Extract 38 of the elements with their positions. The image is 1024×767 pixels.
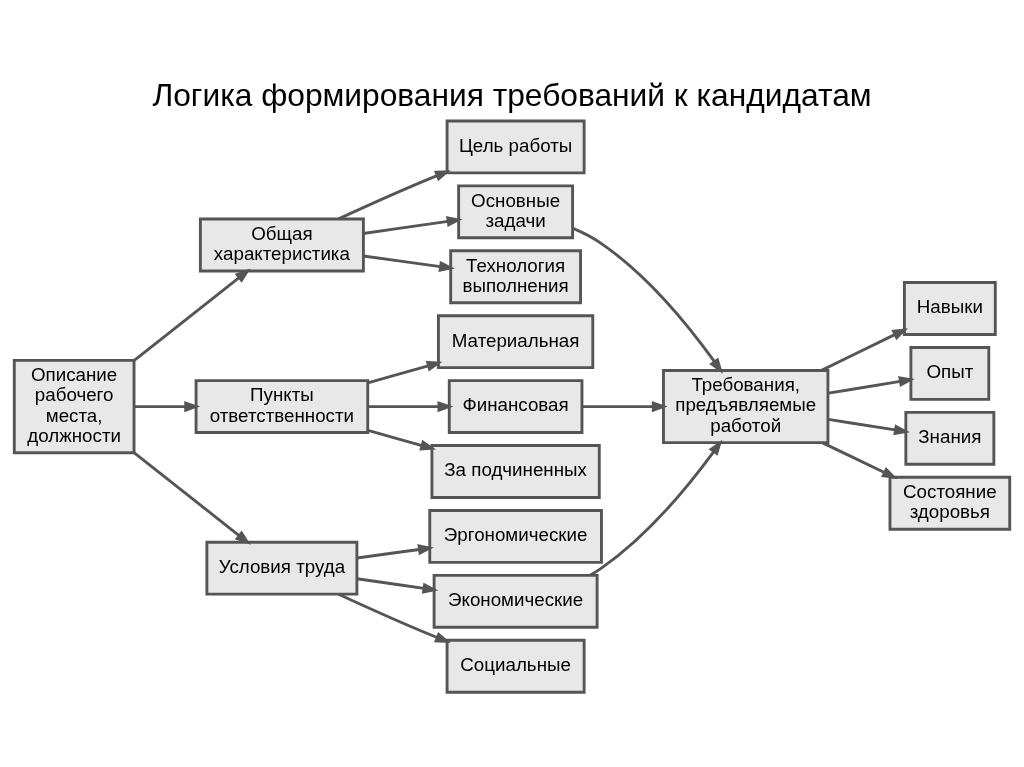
arrow <box>368 401 454 413</box>
node-box: Технология выполнения <box>449 249 582 305</box>
node-box: Цель работы <box>445 119 586 175</box>
arrow <box>363 254 455 272</box>
arrow <box>338 592 451 643</box>
arrow <box>133 451 251 545</box>
node-box: Эргономические <box>428 509 603 564</box>
node-box: Навыки <box>902 281 997 336</box>
arrow <box>828 376 915 395</box>
node-box: Социальные <box>445 638 586 694</box>
node-box: Условия труда <box>205 540 359 596</box>
arrow <box>589 439 723 577</box>
node-box: Общая характеристика <box>198 217 365 273</box>
node-box: Основные задачи <box>457 184 575 240</box>
node-box: Опыт <box>909 346 991 401</box>
node-box: Материальная <box>436 314 595 370</box>
arrow <box>828 417 910 436</box>
arrow <box>367 360 443 385</box>
node-box: Состояние здоровья <box>888 475 1012 531</box>
arrow <box>367 429 437 451</box>
node-box: Пункты ответственности <box>194 379 370 434</box>
node-box: Описание рабочего места, должности <box>12 358 136 455</box>
arrow <box>363 216 463 235</box>
arrow <box>133 268 251 362</box>
node-box: Экономические <box>432 573 599 629</box>
arrow <box>572 227 723 374</box>
arrow <box>822 441 898 479</box>
arrow <box>356 544 434 560</box>
arrow <box>338 170 451 221</box>
node-box: Требования, предъявляемые работой <box>662 369 830 445</box>
diagram-title: Логика формирования требований к кандидатам <box>152 76 872 113</box>
node-box: За подчиненных <box>430 444 601 499</box>
arrow <box>356 577 439 594</box>
arrow <box>134 401 201 413</box>
arrow <box>820 328 909 372</box>
node-box: Знания <box>904 410 996 466</box>
node-box: Финансовая <box>447 379 584 434</box>
arrow <box>582 401 668 413</box>
